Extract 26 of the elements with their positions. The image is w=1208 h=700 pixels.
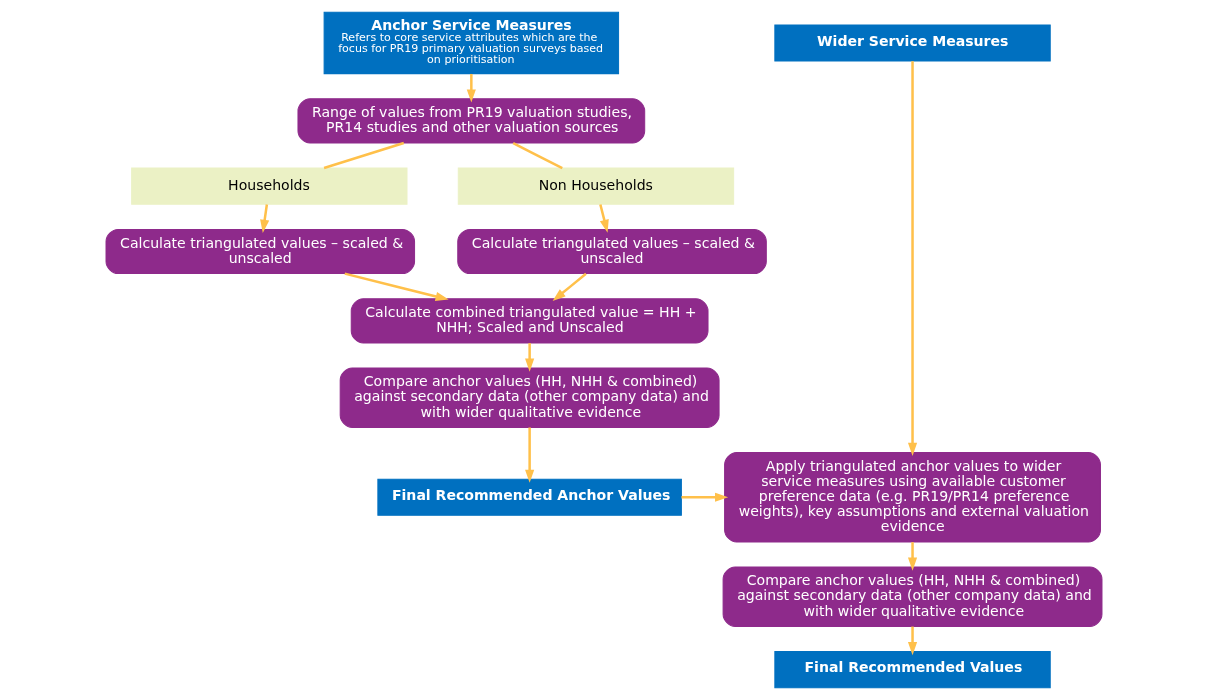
arrow [260,204,270,233]
node-box: Final Recommended Anchor Values [377,478,682,516]
node-box: Wider Service Measures [774,24,1051,62]
node-box: Compare anchor values (HH, NHH & combined) against secondary data (other company data) and with wider qualitative evidence [339,367,720,428]
arrow [466,73,476,103]
node-box: Anchor Service Measures Refers to core service attributes which are the focus for PR19 primary valuation surveys based on prioritisation [323,11,620,75]
arrow [599,204,609,233]
node-box: Households [131,167,408,205]
node-box: Apply triangulated anchor values to wider service measures using available customer preference data (e.g. PR19/PR14 preference weights), key assumptions and external valuation evidence [724,452,1101,543]
node-box: Calculate triangulated values – scaled & unscaled [105,228,416,275]
arrow [907,542,918,571]
connector [512,142,563,170]
arrow [344,272,449,301]
arrow [525,343,535,372]
node-box: Non Households [457,167,735,205]
node-box: Calculate combined triangulated value = HH + NHH; Scaled and Unscaled [350,298,709,344]
arrow [525,427,535,483]
arrow [907,626,918,656]
node-box: Range of values from PR19 valuation studies, PR14 studies and other valuation sources [297,98,646,144]
node-box: Compare anchor values (HH, NHH & combined) against secondary data (other company data) and with wider qualitative evidence [722,566,1103,627]
arrow [907,61,918,456]
arrow [552,272,587,302]
arrow [681,492,729,502]
node-box: Final Recommended Values [774,651,1051,689]
connector [323,141,405,170]
node-box: Calculate triangulated values – scaled & unscaled [457,228,767,275]
